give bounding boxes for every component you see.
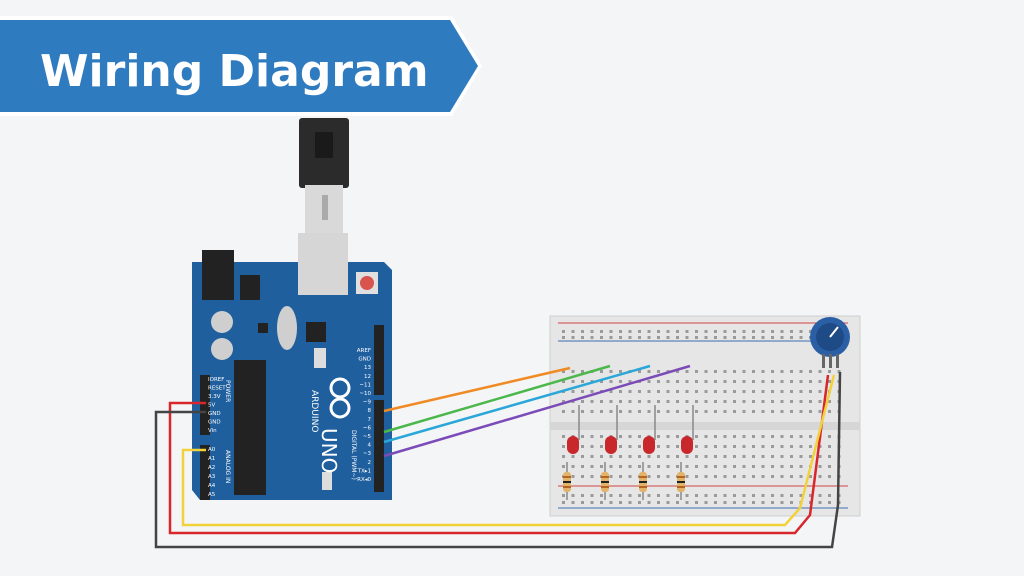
digital-pin-label: GND — [358, 357, 371, 363]
pin-3-wire — [383, 364, 691, 458]
led — [605, 436, 617, 454]
arduino-uno-board — [192, 233, 392, 500]
power-pin-label: Vin — [208, 428, 217, 434]
led — [567, 436, 579, 454]
arduino-brand-label: ARDUINO — [309, 390, 319, 432]
analog-pin-label: A5 — [208, 492, 216, 498]
digital-pin-label: 4 — [368, 443, 372, 449]
5v-wire — [168, 374, 830, 535]
digital-pin-label: 2 — [368, 460, 372, 466]
digital-pin-label: ~10 — [359, 391, 371, 397]
pin-6-wire — [383, 364, 611, 434]
analog-header-label: ANALOG IN — [224, 450, 231, 483]
atmega-chip — [234, 360, 266, 495]
power-pin-labels: IOREF RESET 3.3V 5V GND GND Vin — [208, 377, 226, 434]
page-title: Wiring Diagram — [40, 46, 429, 97]
analog-header — [200, 445, 210, 500]
led-group — [563, 405, 694, 500]
power-pin-label: RESET — [208, 386, 226, 392]
analog-pin-label: A1 — [208, 456, 215, 462]
digital-pin-label: AREF — [357, 348, 371, 354]
analog-pin-label: A0 — [208, 447, 216, 453]
potentiometer — [810, 317, 850, 368]
a0-wire — [181, 374, 836, 527]
digital-pin-label: ~3 — [363, 451, 372, 457]
digital-pin-label: ~5 — [363, 434, 372, 440]
analog-pin-label: A4 — [208, 483, 216, 489]
digital-header-upper — [374, 325, 384, 395]
power-pin-label: 5V — [208, 403, 215, 409]
digital-pin-label: 7 — [368, 417, 372, 423]
analog-pin-label: A2 — [208, 465, 215, 471]
power-pin-label: GND — [208, 411, 221, 417]
digital-pin-label: ~11 — [359, 382, 371, 388]
usb-port — [298, 233, 348, 295]
arduino-model-label: UNO — [317, 428, 341, 473]
pin-5-wire — [383, 364, 651, 444]
title-banner: Wiring Diagram — [0, 16, 484, 116]
led — [643, 436, 655, 454]
dc-jack — [202, 250, 234, 300]
led — [681, 436, 693, 454]
power-pin-label: 3.3V — [208, 394, 221, 400]
digital-header-lower — [374, 400, 384, 492]
digital-pin-label: 12 — [364, 374, 371, 380]
power-header — [200, 375, 210, 435]
digital-pin-label: 8 — [368, 408, 372, 414]
power-header-label: POWER — [224, 380, 231, 402]
digital-pin-label: RX◂0 — [357, 477, 371, 483]
digital-header-label: DIGITAL (PWM~) — [350, 430, 357, 480]
arduino-logo — [329, 377, 351, 419]
power-pin-label: GND — [208, 420, 221, 426]
digital-pin-label: TX▸1 — [357, 468, 371, 474]
gnd-wire — [154, 371, 842, 549]
power-pin-label: IOREF — [208, 377, 224, 383]
digital-pin-label: ~6 — [363, 425, 372, 431]
pin-9-wire — [383, 366, 571, 413]
analog-pin-label: A3 — [208, 474, 216, 480]
digital-pin-label: ~9 — [363, 400, 372, 406]
usb-cable — [299, 118, 349, 235]
breadboard — [549, 315, 861, 517]
digital-pin-labels: AREF GND 13 12 ~11 ~10 ~9 8 7 ~6 ~5 4 ~3 2TX▸1RX◂0 — [357, 348, 372, 483]
wires — [154, 364, 842, 549]
digital-pin-label: 13 — [364, 365, 371, 371]
